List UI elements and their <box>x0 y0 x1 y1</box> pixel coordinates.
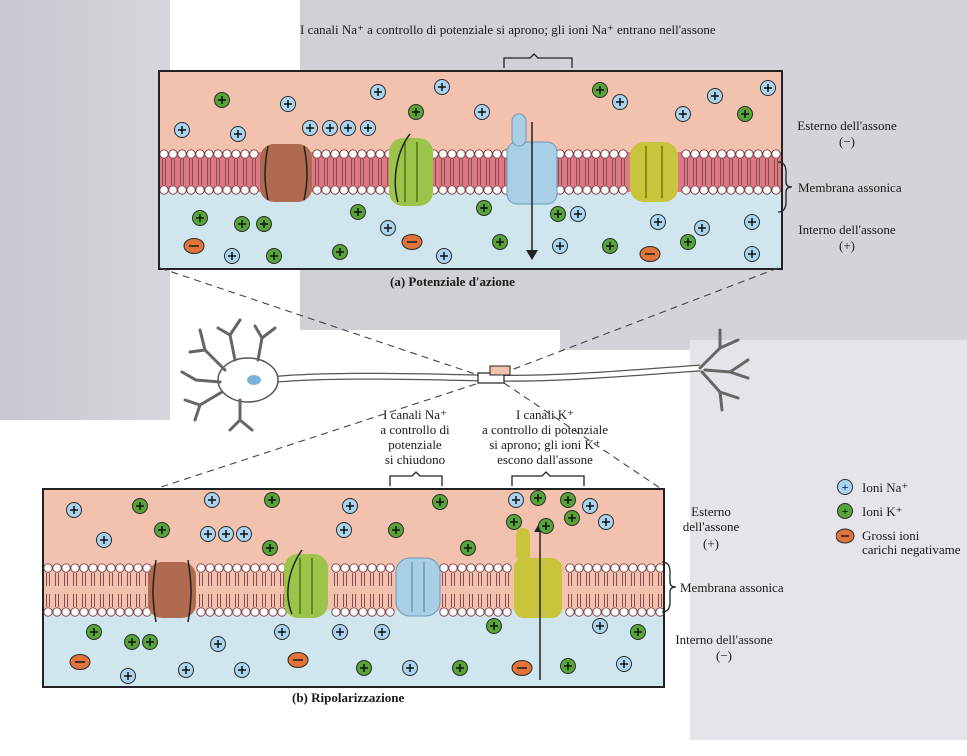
na-ion <box>121 669 136 684</box>
k-ion <box>87 625 102 640</box>
na-ion <box>211 637 226 652</box>
na-ion <box>205 493 220 508</box>
legend-na-icon: + <box>838 480 853 495</box>
na-ion <box>219 527 234 542</box>
k-ion <box>125 635 140 650</box>
panel-b-inside-label: Interno dell'assone <box>664 632 784 647</box>
na-ion <box>237 527 252 542</box>
zoom-box-upper <box>490 366 510 375</box>
k-ion <box>155 523 170 538</box>
panel-b-caption: (b) Ripolarizzazione <box>292 690 404 706</box>
na-ion <box>275 625 290 640</box>
k-ion <box>263 541 278 556</box>
k-ion <box>531 491 546 506</box>
negative-ion <box>288 653 308 668</box>
na-ion <box>333 625 348 640</box>
negative-ion <box>70 655 90 670</box>
na-ion <box>343 499 358 514</box>
na-ion <box>201 527 216 542</box>
panel-b-k-label: I canali K⁺ a controllo di potenziale si… <box>470 407 620 467</box>
na-ion <box>179 663 194 678</box>
k-ion <box>561 659 576 674</box>
na-ion <box>599 515 614 530</box>
panel-b-outside-sign: (+) <box>666 536 756 551</box>
na-channel-closed <box>396 558 440 616</box>
panel-b-membrane-label: Membrana assonica <box>680 580 784 595</box>
k-ion <box>507 515 522 530</box>
k-ion <box>561 493 576 508</box>
negative-ion <box>512 661 532 676</box>
legend-swatches: + + <box>836 478 856 568</box>
na-ion <box>235 663 250 678</box>
k-ion <box>487 619 502 634</box>
na-ion <box>375 625 390 640</box>
panel-b-outside-label: Esterno dell'assone <box>666 504 756 534</box>
k-ion <box>133 499 148 514</box>
leak-channel <box>148 560 196 622</box>
k-ion <box>631 625 646 640</box>
k-ion <box>453 661 468 676</box>
k-ion <box>565 511 580 526</box>
k-ion <box>357 661 372 676</box>
legend-k-icon: + <box>838 504 853 519</box>
panel-b-na-label: I canali Na⁺ a controllo di potenziale s… <box>360 407 470 467</box>
panel-b-diagram <box>44 490 663 686</box>
k-ion <box>265 493 280 508</box>
na-ion <box>67 503 82 518</box>
k-ion <box>461 541 476 556</box>
na-ion <box>583 499 598 514</box>
legend-na-label: Ioni Na⁺ <box>862 480 908 495</box>
panel-b-repolarization <box>42 488 665 688</box>
bracket-k-open <box>508 470 588 488</box>
na-ion <box>509 493 524 508</box>
k-ion <box>143 635 158 650</box>
k-ion <box>539 519 554 534</box>
na-ion <box>337 523 352 538</box>
legend-neg-icon <box>836 529 854 543</box>
panel-b-inside-sign: (−) <box>664 648 784 663</box>
legend-k-label: Ioni K⁺ <box>862 504 902 519</box>
k-channel-left <box>284 550 328 618</box>
k-ion <box>389 523 404 538</box>
bracket-na-closed <box>386 470 446 488</box>
k-ion <box>433 495 448 510</box>
na-ion <box>97 533 112 548</box>
legend: + + Ioni Na⁺ Ioni K⁺ Grossi ioni carichi… <box>836 478 967 568</box>
svg-text:+: + <box>842 504 849 518</box>
membrane-brace-b <box>660 560 680 614</box>
na-ion <box>403 661 418 676</box>
legend-neg-label: Grossi ioni carichi negativame <box>862 529 961 557</box>
na-ion <box>617 657 632 672</box>
svg-text:+: + <box>842 480 849 494</box>
na-ion <box>593 619 608 634</box>
